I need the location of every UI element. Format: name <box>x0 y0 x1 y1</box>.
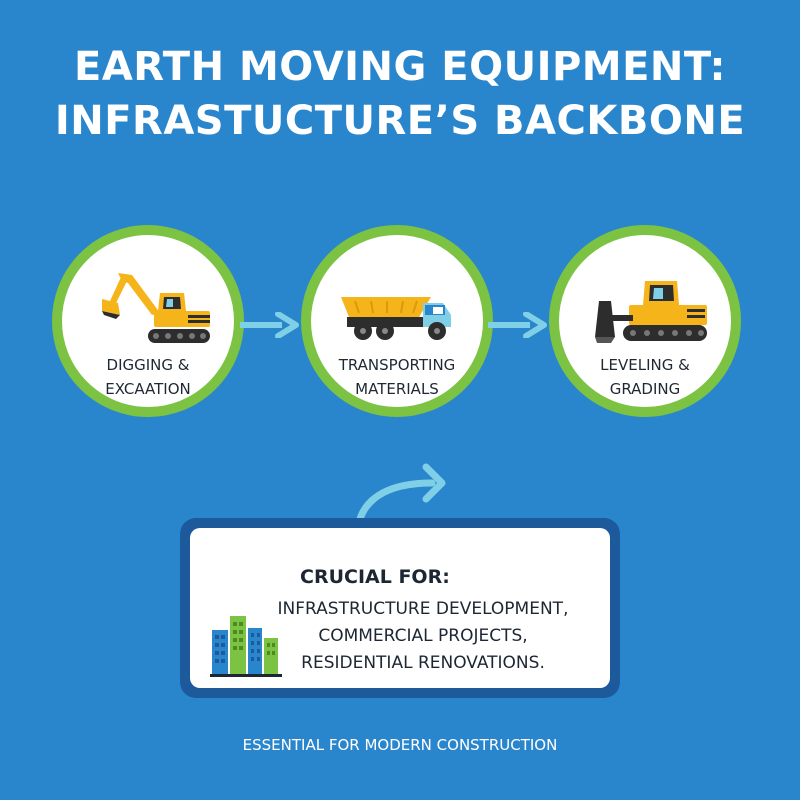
list-item: COMMERCIAL PROJECTS, <box>318 626 528 646</box>
step-label-leveling: LEVELING & GRADING <box>600 356 690 398</box>
step-transporting: TRANSPORTING MATERIALS <box>301 225 493 417</box>
bulldozer-icon <box>595 281 707 343</box>
title-line-1: EARTH MOVING EQUIPMENT: <box>74 44 726 90</box>
step-label-digging: DIGGING & EXCAATION <box>105 356 191 398</box>
step-digging: DIGGING & EXCAATION <box>52 225 244 417</box>
step-label-transporting: TRANSPORTING MATERIALS <box>338 356 456 398</box>
list-item: RESIDENTIAL RENOVATIONS. <box>301 653 545 673</box>
title-line-2: INFRASTUCTURE’S BACKBONE <box>54 98 746 144</box>
crucial-for-panel-inner: CRUCIAL FOR: INFRASTRUCTURE DEVELOPMENT,… <box>190 528 610 688</box>
footer-tagline: ESSENTIAL FOR MODERN CONSTRUCTION <box>242 736 558 754</box>
page-title: EARTH MOVING EQUIPMENT: INFRASTUCTURE’S … <box>0 40 800 148</box>
crucial-for-panel: CRUCIAL FOR: INFRASTRUCTURE DEVELOPMENT,… <box>180 518 620 698</box>
arrow-right-icon <box>240 312 299 338</box>
arrow-right-icon <box>488 312 547 338</box>
crucial-for-heading: CRUCIAL FOR: <box>300 566 450 588</box>
excavator-icon <box>102 273 210 343</box>
crucial-for-list: INFRASTRUCTURE DEVELOPMENT, COMMERCIAL P… <box>238 596 608 677</box>
list-item: INFRASTRUCTURE DEVELOPMENT, <box>277 599 569 619</box>
dump-truck-icon <box>341 297 451 340</box>
step-leveling: LEVELING & GRADING <box>549 225 741 417</box>
city-buildings-icon <box>210 616 282 677</box>
